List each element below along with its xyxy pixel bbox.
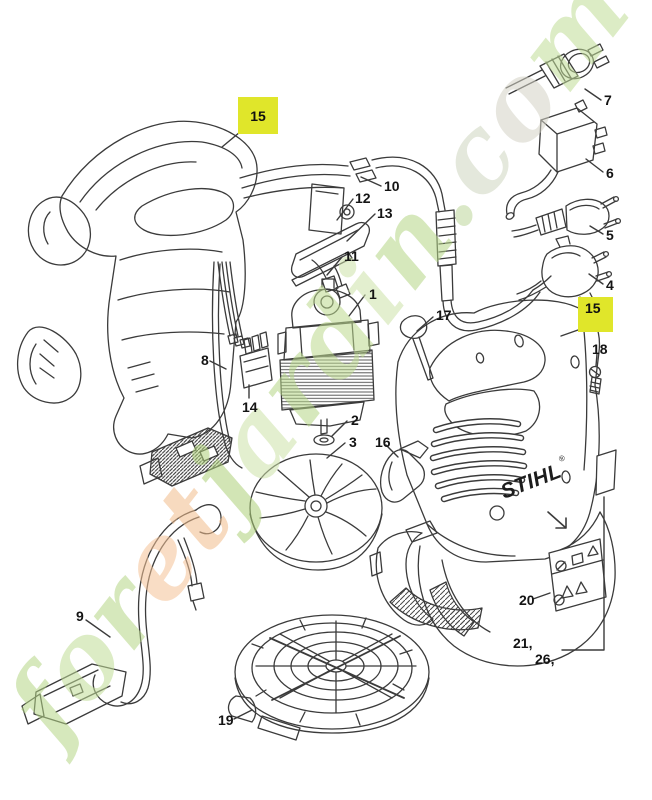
part-label-6: 6 bbox=[606, 165, 614, 181]
terminal-block bbox=[239, 331, 273, 389]
direction-arrow bbox=[547, 511, 567, 529]
warning-sticker bbox=[548, 538, 607, 612]
motor bbox=[277, 278, 380, 446]
blank-sticker bbox=[595, 449, 617, 496]
registered-mark: ® bbox=[557, 453, 566, 464]
plug-appliance bbox=[505, 43, 610, 95]
leader-lines bbox=[85, 88, 605, 720]
part-label-20: 20 bbox=[519, 592, 535, 608]
blower-housing-right bbox=[395, 299, 601, 563]
part-label-9: 9 bbox=[76, 608, 84, 624]
part-label-1: 1 bbox=[369, 286, 377, 302]
power-cable bbox=[371, 156, 552, 332]
plug-euro bbox=[511, 195, 622, 238]
switch-lever bbox=[290, 221, 370, 287]
plug-uk bbox=[505, 99, 608, 220]
plug-schuko bbox=[516, 235, 613, 306]
part-label-17: 17 bbox=[436, 307, 452, 323]
part-label-2: 2 bbox=[351, 412, 359, 428]
cable-assembly bbox=[21, 504, 222, 725]
switch bbox=[308, 183, 355, 235]
part-label-15[interactable]: 15 bbox=[578, 297, 613, 332]
part-label-8: 8 bbox=[201, 352, 209, 368]
handle-bottom-clamp bbox=[139, 427, 233, 487]
housing-bracket bbox=[379, 440, 429, 503]
part-label-12: 12 bbox=[355, 190, 371, 206]
part-label-16: 16 bbox=[375, 434, 391, 450]
handle-housing-left bbox=[17, 120, 258, 455]
part-label-3: 3 bbox=[349, 434, 357, 450]
fan-wheel bbox=[249, 453, 383, 571]
part-label-18: 18 bbox=[592, 341, 608, 357]
part-label-13: 13 bbox=[377, 205, 393, 221]
intake-guard bbox=[227, 614, 430, 741]
part-label-10: 10 bbox=[384, 178, 400, 194]
part-label-21: 21, bbox=[513, 635, 533, 651]
part-label-4: 4 bbox=[606, 277, 614, 293]
clamp-collar bbox=[369, 520, 483, 631]
part-label-15[interactable]: 15 bbox=[238, 97, 278, 134]
part-label-5: 5 bbox=[606, 227, 614, 243]
part-label-11: 11 bbox=[344, 248, 359, 264]
bracket-21-26 bbox=[561, 496, 605, 651]
part-label-14: 14 bbox=[242, 399, 258, 415]
screw bbox=[588, 365, 602, 395]
volute-bottom bbox=[417, 511, 616, 667]
part-label-19: 19 bbox=[218, 712, 234, 728]
part-label-7: 7 bbox=[604, 92, 612, 108]
part-label-26: 26, bbox=[535, 651, 555, 667]
